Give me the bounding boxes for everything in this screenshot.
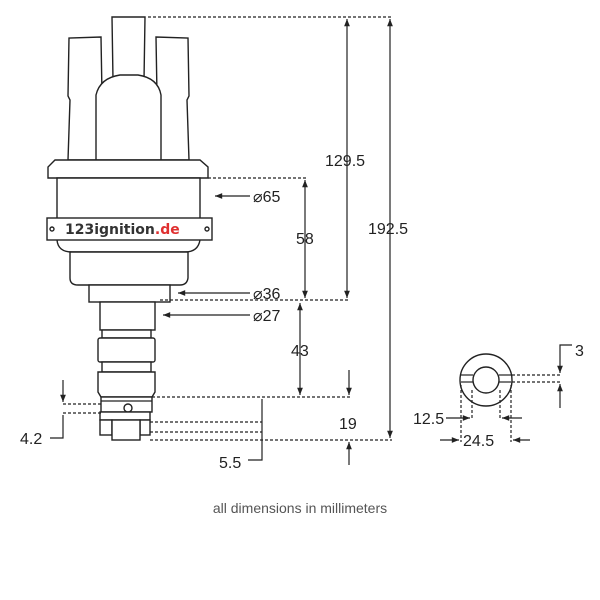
svg-text:192.5: 192.5 xyxy=(368,221,408,238)
brand-logo: 123ignition.de xyxy=(65,222,180,238)
drive-end-view: 12.5 24.5 3 xyxy=(413,343,584,450)
distributor-body: 123ignition.de xyxy=(46,177,213,441)
svg-text:⌀36: ⌀36 xyxy=(253,286,281,303)
svg-text:⌀65: ⌀65 xyxy=(253,189,281,206)
svg-text:129.5: 129.5 xyxy=(325,153,365,170)
dimension-lines xyxy=(50,16,393,465)
svg-text:58: 58 xyxy=(296,231,314,248)
svg-text:12.5: 12.5 xyxy=(413,411,444,428)
svg-text:4.2: 4.2 xyxy=(20,431,42,448)
svg-text:5.5: 5.5 xyxy=(219,455,241,472)
svg-text:24.5: 24.5 xyxy=(463,433,494,450)
svg-text:19: 19 xyxy=(339,416,357,433)
svg-text:⌀27: ⌀27 xyxy=(253,308,281,325)
svg-text:3: 3 xyxy=(575,343,584,360)
dimension-labels: 129.5 192.5 58 ⌀65 ⌀36 ⌀27 43 19 5.5 4.2 xyxy=(20,153,408,472)
distributor-cap xyxy=(47,16,209,179)
units-caption: all dimensions in millimeters xyxy=(212,500,388,516)
svg-text:43: 43 xyxy=(291,343,309,360)
